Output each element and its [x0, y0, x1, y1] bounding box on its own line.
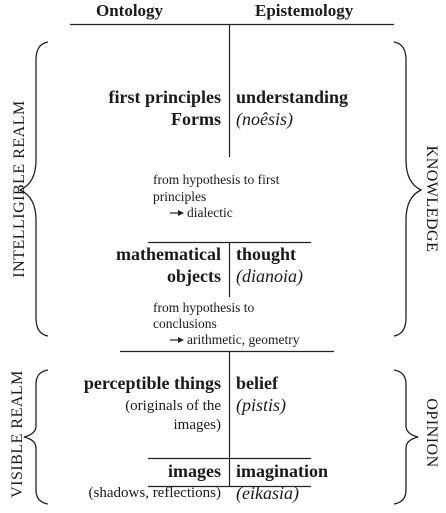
arrow-arithmetic-head: [178, 337, 184, 343]
ontology-first-principles: first principles: [108, 87, 222, 107]
epistemology-belief: belief: [236, 373, 278, 393]
brace-intelligible: [18, 41, 49, 337]
label-intelligible-realm: INTELLIGIBLE REALM: [11, 100, 28, 278]
brace-opinion: [393, 369, 419, 505]
transition-text: principles: [153, 189, 207, 204]
ontology-objects: objects: [167, 266, 221, 286]
result-dialectic: dialectic: [187, 205, 233, 220]
brace-knowledge: [393, 41, 423, 337]
note-images: images): [173, 417, 221, 433]
header-epistemology: Epistemology: [255, 1, 354, 20]
header-ontology: Ontology: [96, 1, 164, 20]
ontology-perceptible-things: perceptible things: [83, 373, 221, 393]
ontology-mathematical: mathematical: [116, 244, 221, 264]
label-opinion: OPINION: [423, 398, 440, 468]
transition-text: from hypothesis to: [153, 300, 255, 315]
result-arithmetic-geometry: arithmetic, geometry: [187, 332, 300, 347]
term-eikasia: (eikasia): [236, 483, 299, 503]
ontology-images: images: [168, 461, 221, 481]
label-visible-realm: VISIBLE REALM: [9, 370, 26, 498]
term-dianoia: (dianoia): [236, 266, 303, 286]
brace-visible: [23, 369, 49, 505]
transition-text: conclusions: [153, 316, 217, 331]
epistemology-thought: thought: [236, 244, 297, 264]
epistemology-understanding: understanding: [236, 87, 349, 107]
transition-text: from hypothesis to first: [153, 172, 280, 187]
ontology-forms: Forms: [171, 109, 221, 129]
term-noesis: (noêsis): [236, 109, 293, 129]
term-pistis: (pistis): [236, 395, 287, 415]
label-knowledge: KNOWLEDGE: [423, 145, 440, 253]
note-originals: (originals of the: [125, 398, 221, 414]
epistemology-imagination: imagination: [236, 461, 329, 481]
note-shadows-reflections: (shadows, reflections): [88, 485, 221, 501]
arrow-dialectic-head: [178, 210, 184, 216]
